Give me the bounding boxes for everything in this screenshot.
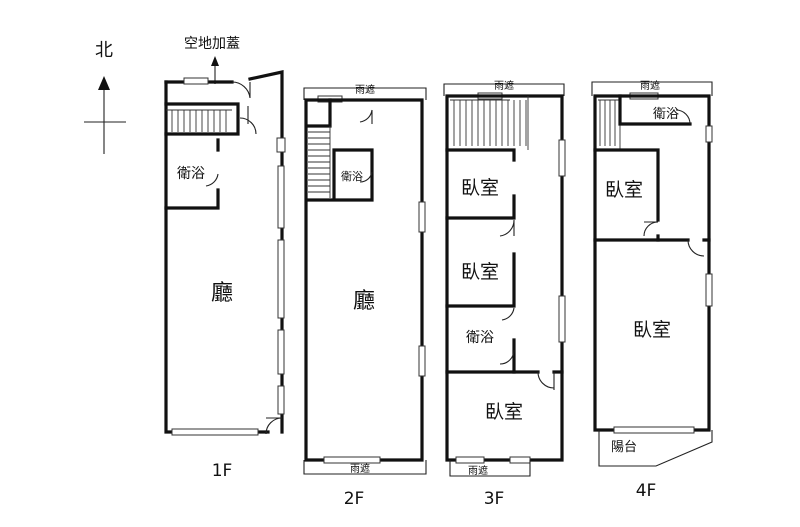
1f-south-window	[171, 428, 259, 436]
3f-bedroom1-top-wall	[445, 148, 516, 162]
addition-arrow-icon	[211, 56, 219, 66]
1f-hall-label: 廳	[211, 281, 233, 306]
4f-east-window	[705, 273, 713, 307]
4f-bath-door	[675, 109, 691, 125]
2f-canopy-bottom-label: 雨遮	[350, 462, 370, 475]
4f-outer-wall	[593, 94, 711, 432]
1f-east-window-3	[277, 329, 285, 375]
floor-3f: 雨遮 臥室 臥室 衛浴 臥室	[443, 79, 566, 509]
floor-4f: 雨遮 衛浴 臥室 臥室 陽台 4F	[591, 79, 713, 501]
1f-stair-wall	[164, 102, 240, 136]
1f-south-door	[265, 417, 283, 435]
2f-bath-label: 衛浴	[341, 170, 363, 183]
2f-stair-wall	[306, 98, 332, 128]
4f-south-window	[613, 426, 695, 434]
floor-2f: 雨遮 衛浴 廳 雨遮 2F	[303, 83, 427, 509]
1f-bath-label: 衛浴	[177, 166, 205, 182]
4f-floor-label: 4F	[636, 481, 657, 501]
3f-bedroom1-door	[499, 219, 515, 237]
2f-canopy-top	[303, 87, 427, 100]
4f-canopy-top-label: 雨遮	[640, 79, 660, 92]
4f-bath-label: 衛浴	[653, 107, 679, 122]
3f-bath-door	[499, 349, 515, 365]
3f-bedroom3-door	[537, 371, 555, 390]
1f-east-window-4	[277, 385, 285, 415]
1f-east-window-2	[277, 239, 285, 319]
3f-bedroom2-wall	[445, 252, 516, 308]
4f-bedroom2-door	[687, 239, 705, 257]
3f-east-window-1	[558, 139, 566, 177]
3f-south-window-2	[509, 456, 531, 464]
2f-bath-wall	[306, 148, 374, 202]
floor-1f: 空地加蓋 衛浴 廳	[164, 36, 286, 481]
4f-canopy-top	[591, 81, 713, 96]
2f-bath-door	[359, 171, 373, 183]
1f-bath-door	[205, 173, 219, 187]
2f-hall-label: 廳	[353, 289, 375, 314]
3f-canopy-top-label: 雨遮	[494, 79, 514, 92]
4f-bedroom-1-label: 臥室	[605, 179, 643, 201]
1f-staircase	[166, 109, 232, 132]
3f-floor-label: 3F	[484, 489, 505, 509]
2f-floor-label: 2F	[344, 489, 365, 509]
1f-stair-door	[239, 106, 257, 135]
vacant-addition-label: 空地加蓋	[184, 36, 240, 52]
2f-stair-door	[359, 109, 373, 124]
4f-balcony-label: 陽台	[611, 440, 637, 455]
2f-staircase	[308, 126, 331, 198]
2f-east-window-1	[418, 201, 426, 233]
4f-bath-wall	[618, 94, 692, 126]
1f-north-door	[231, 81, 251, 99]
1f-floor-label: 1F	[212, 461, 233, 481]
3f-canopy-top	[443, 83, 565, 96]
3f-south-window-1	[455, 456, 485, 464]
1f-east-vent	[276, 137, 286, 153]
1f-north-window	[183, 77, 209, 85]
2f-east-window-2	[418, 345, 426, 377]
3f-canopy-bottom	[449, 460, 531, 477]
4f-balcony	[598, 430, 713, 467]
3f-bath-label: 衛浴	[466, 330, 494, 346]
2f-outer-wall	[304, 98, 424, 462]
3f-bedroom-1-label: 臥室	[461, 177, 499, 199]
4f-bedroom-2-label: 臥室	[633, 319, 671, 341]
1f-bath-wall	[164, 138, 220, 210]
3f-bedroom-3-label: 臥室	[485, 401, 523, 423]
1f-outer-wall-north-east	[164, 70, 284, 434]
2f-south-window	[323, 456, 381, 464]
2f-canopy-bottom	[303, 460, 427, 475]
4f-east-vent	[705, 125, 713, 143]
north-compass: 北	[84, 40, 126, 154]
4f-bedroom1-door	[643, 221, 659, 237]
3f-staircase	[450, 96, 529, 150]
2f-canopy-top-label: 雨遮	[355, 83, 375, 96]
3f-outer-wall	[445, 94, 564, 462]
3f-bedroom-2-label: 臥室	[461, 261, 499, 283]
3f-canopy-bottom-label: 雨遮	[468, 464, 488, 477]
3f-bedroom2-door	[501, 307, 515, 321]
north-label: 北	[95, 40, 113, 61]
1f-east-window-1	[277, 165, 285, 229]
4f-staircase	[598, 96, 621, 150]
north-arrow-icon	[98, 76, 110, 90]
3f-bedroom1-east-wall	[445, 194, 516, 220]
3f-east-window-2	[558, 295, 566, 343]
